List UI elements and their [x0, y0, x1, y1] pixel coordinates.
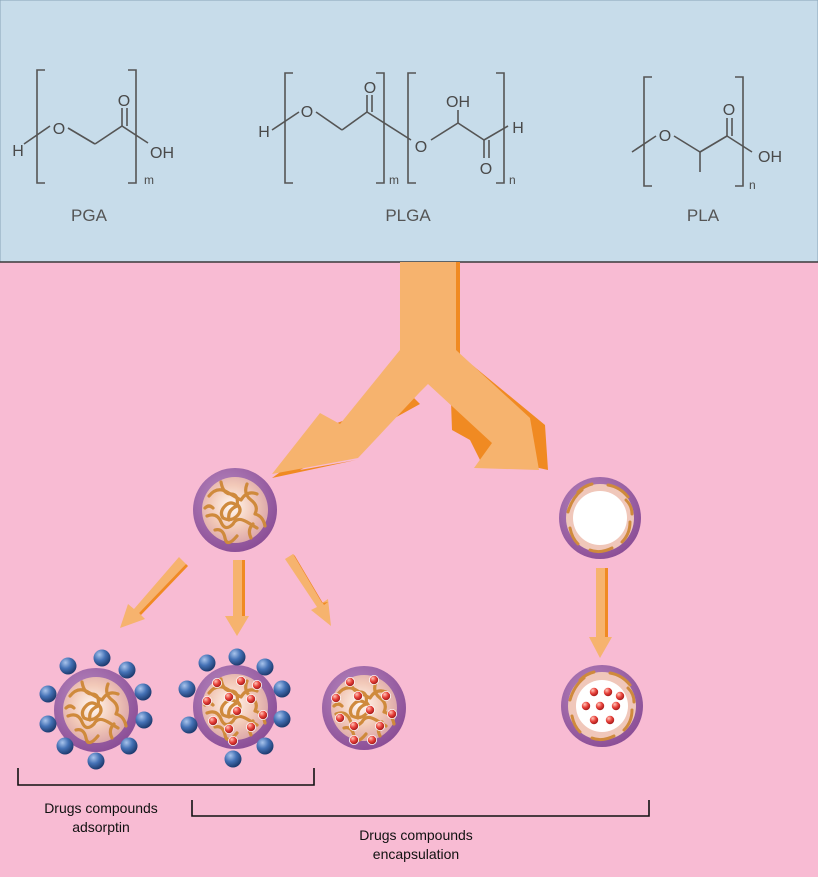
pga-label: PGA — [71, 206, 108, 225]
pla-label: PLA — [687, 206, 720, 225]
pga-atom-o: O — [53, 121, 65, 138]
encapsulation-bracket — [191, 800, 650, 817]
plga-label: PLGA — [385, 206, 431, 225]
arrow-to-adsorption — [120, 557, 188, 628]
encapsulated-solid-nanoparticle — [320, 664, 408, 752]
plga-atom-carbonyl-o-1: O — [364, 80, 376, 97]
adsorption-caption-line2: adsorptin — [72, 819, 130, 835]
adsorption-caption-line1: Drugs compounds — [44, 800, 158, 816]
pga-structure — [23, 69, 149, 184]
plga-atom-carbonyl-o-2: O — [480, 161, 492, 178]
arrow-to-encapsulated-hollow — [589, 568, 612, 658]
adsorption-bracket — [17, 768, 315, 786]
pga-atom-oh: OH — [150, 145, 174, 162]
encapsulation-caption-line2: encapsulation — [373, 846, 459, 862]
pla-atom-carbonyl-o: O — [723, 102, 735, 119]
pga-atom-h: H — [12, 143, 24, 160]
encapsulated-hollow-nanoparticle — [559, 663, 645, 749]
split-arrow — [272, 262, 548, 478]
plga-atom-o-2: O — [415, 139, 427, 156]
split-arrow-body — [272, 262, 539, 474]
plga-subscript-n: n — [509, 173, 516, 187]
plga-structure — [271, 72, 509, 184]
hollow-capsule — [557, 475, 643, 561]
pla-atom-o: O — [659, 128, 671, 145]
plga-atom-o-1: O — [301, 104, 313, 121]
plga-atom-h-right: H — [512, 120, 524, 137]
pga-atom-carbonyl-o: O — [118, 93, 130, 110]
parent-polymer-nanoparticle — [191, 466, 279, 554]
pla-structure — [631, 76, 753, 187]
pga-subscript-m: m — [144, 173, 154, 187]
plga-subscript-m: m — [389, 173, 399, 187]
pla-subscript-n: n — [749, 178, 756, 192]
arrow-to-mixed — [225, 560, 249, 636]
encapsulation-caption-line1: Drugs compounds — [359, 827, 473, 843]
plga-atom-oh: OH — [446, 94, 470, 111]
plga-atom-h-left: H — [258, 124, 270, 141]
arrow-to-encapsulated-solid — [285, 554, 331, 626]
pla-atom-oh: OH — [758, 149, 782, 166]
